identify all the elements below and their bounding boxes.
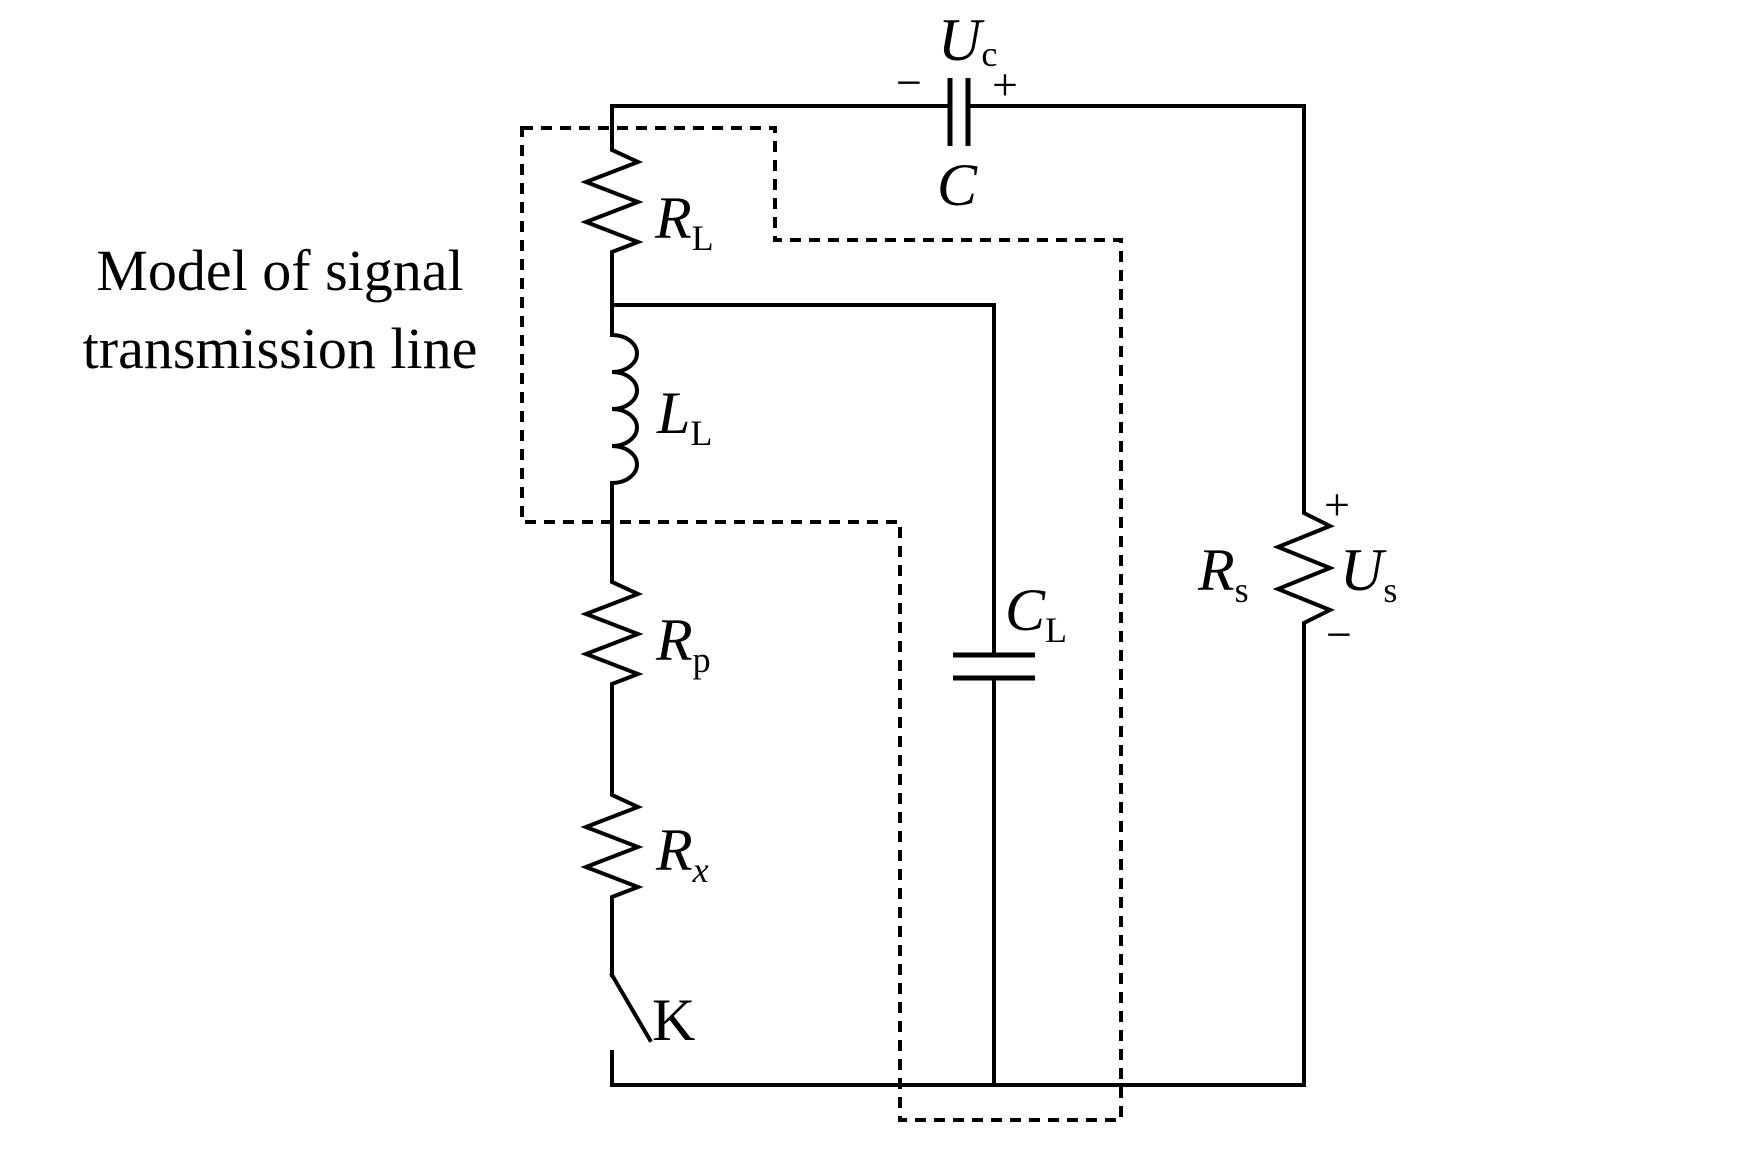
- resistor-rp-icon: [580, 570, 644, 692]
- wire-top-right: [966, 104, 1306, 507]
- circuit-wires: [610, 104, 1306, 1087]
- wire-branch-to-cl: [610, 303, 996, 657]
- label-rp: Rp: [655, 607, 711, 680]
- label-c: C: [937, 152, 978, 218]
- uc-minus-sign: −: [896, 57, 922, 108]
- annotation-line-1: Model of signal: [96, 238, 463, 303]
- label-rl: RL: [654, 185, 714, 258]
- label-cl: CL: [1005, 577, 1067, 650]
- capacitor-cl-icon: [953, 652, 1035, 681]
- annotation-label: Model of signal transmission line: [83, 238, 478, 381]
- label-uc: Uc: [938, 7, 997, 74]
- resistor-rs-icon: [1272, 503, 1336, 638]
- label-ll: LL: [656, 380, 712, 453]
- wire-top-left: [610, 104, 952, 142]
- label-rx: Rx: [655, 817, 709, 890]
- label-rs: Rs: [1197, 537, 1249, 610]
- resistor-rx-icon: [580, 783, 644, 905]
- wire-bottom: [610, 634, 1306, 1087]
- capacitor-c-icon: [947, 78, 971, 146]
- inductor-ll-icon: [609, 332, 639, 486]
- uc-plus-sign: +: [992, 59, 1018, 110]
- label-us: Us: [1340, 537, 1397, 610]
- resistor-rl-icon: [580, 138, 644, 260]
- us-minus-sign: −: [1326, 609, 1352, 660]
- us-plus-sign: +: [1324, 479, 1350, 530]
- transmission-line-model-box: [520, 126, 1123, 1122]
- annotation-line-2: transmission line: [83, 316, 478, 381]
- switch-k-icon: [609, 972, 653, 1043]
- label-k: K: [652, 987, 695, 1053]
